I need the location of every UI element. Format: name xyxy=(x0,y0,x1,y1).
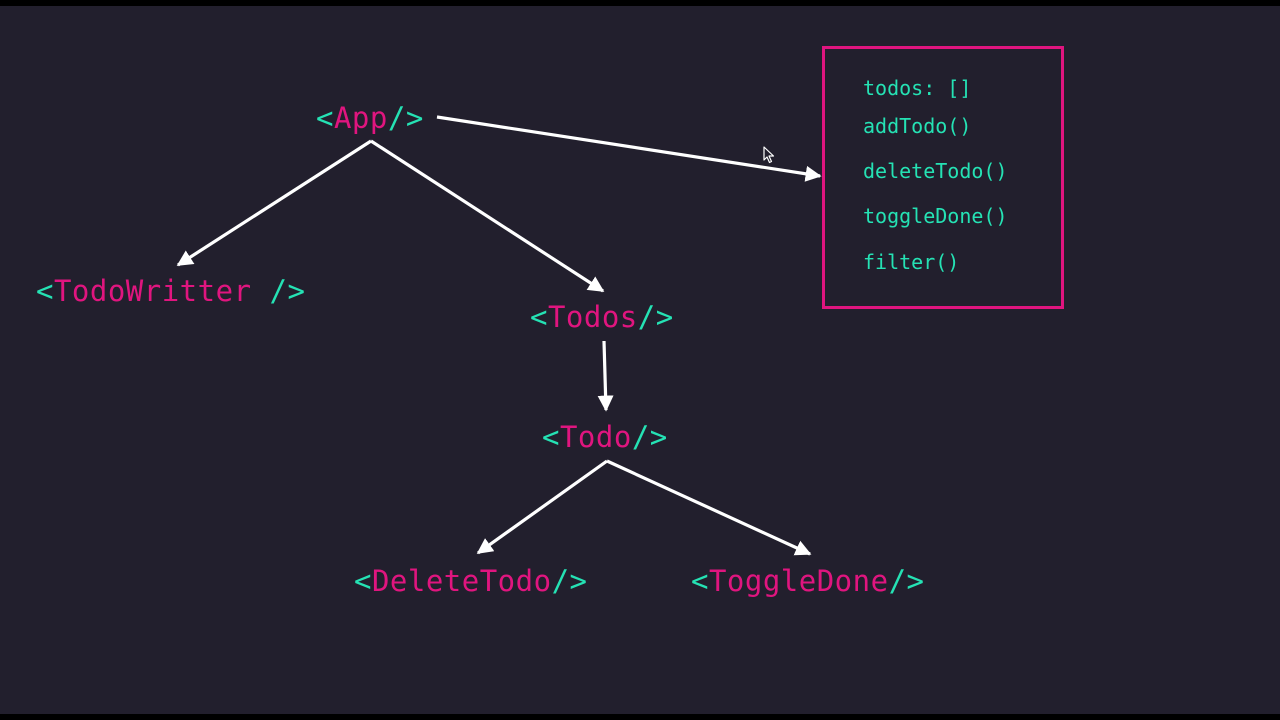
arrow-todo-to-deletetodo xyxy=(476,459,608,555)
node-todowritter-open: < xyxy=(36,274,54,308)
node-app: <App/> xyxy=(316,101,424,135)
arrow-app-to-todos xyxy=(370,139,605,293)
state-item-todos: todos: [] xyxy=(863,76,972,100)
node-toggledone-name: ToggleDone xyxy=(708,564,889,598)
node-toggledone-open: < xyxy=(691,564,709,598)
node-deletetodo-name: DeleteTodo xyxy=(371,564,552,598)
node-todowritter-name: TodoWritter xyxy=(53,274,252,308)
arrow-app-to-state xyxy=(436,115,822,182)
node-deletetodo-open: < xyxy=(354,564,372,598)
node-todo-open: < xyxy=(542,420,560,454)
letterbox-top xyxy=(0,0,1280,6)
node-todos: <Todos/> xyxy=(530,300,674,334)
state-item-filter: filter() xyxy=(863,250,960,274)
node-deletetodo: <DeleteTodo/> xyxy=(354,564,588,598)
node-todo-name: Todo xyxy=(559,420,632,454)
app-state-box: todos: [] addTodo() deleteTodo() toggleD… xyxy=(822,46,1064,309)
node-todo: <Todo/> xyxy=(542,420,668,454)
letterbox-bottom xyxy=(0,714,1280,720)
state-item-toggledone: toggleDone() xyxy=(863,204,1008,228)
arrow-todo-to-toggledone xyxy=(606,459,812,556)
node-todo-close: /> xyxy=(631,420,668,454)
node-toggledone-close: /> xyxy=(888,564,925,598)
mouse-pointer-icon xyxy=(763,146,775,164)
node-toggledone: <ToggleDone/> xyxy=(691,564,925,598)
node-deletetodo-close: /> xyxy=(551,564,588,598)
node-app-open: < xyxy=(316,101,334,135)
state-item-addtodo: addTodo() xyxy=(863,114,972,138)
node-app-close: /> xyxy=(387,101,424,135)
arrow-todos-to-todo xyxy=(597,340,614,412)
state-item-deletetodo: deleteTodo() xyxy=(863,159,1008,183)
node-todos-close: /> xyxy=(637,300,674,334)
arrow-app-to-todowritter xyxy=(176,139,372,267)
node-todos-open: < xyxy=(530,300,548,334)
node-todowritter: <TodoWritter /> xyxy=(36,274,305,308)
node-todos-name: Todos xyxy=(547,300,638,334)
node-app-name: App xyxy=(333,101,388,135)
node-todowritter-close: /> xyxy=(251,274,306,308)
